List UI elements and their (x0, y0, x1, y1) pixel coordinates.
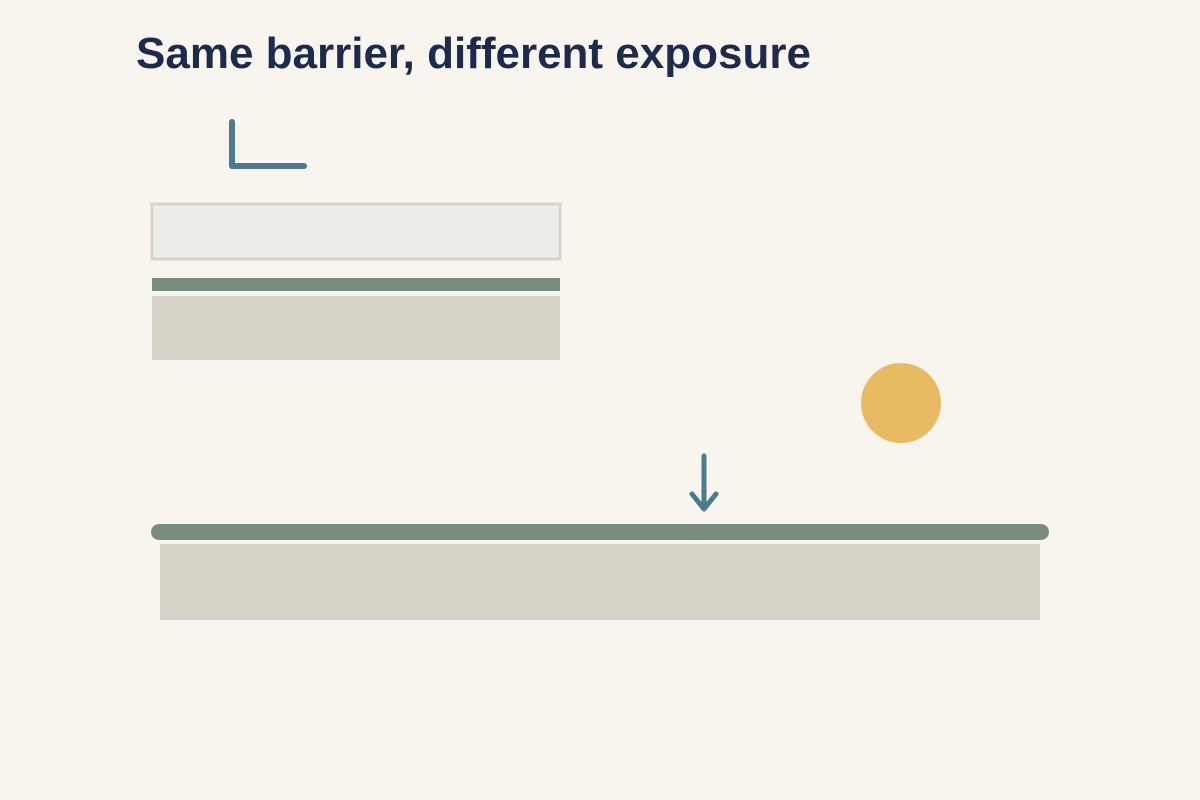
outdoor-scene (151, 363, 1049, 620)
indoor-barrier-layer (152, 278, 560, 291)
corner-bracket-icon (229, 119, 307, 169)
indoor-panel (150, 202, 562, 261)
down-arrow-icon (689, 453, 719, 512)
page-title: Same barrier, different exposure (136, 29, 811, 78)
indoor-substrate-block (152, 296, 560, 360)
down-arrow-head (689, 491, 719, 512)
outdoor-substrate-block (160, 544, 1040, 620)
indoor-scene (150, 119, 562, 360)
sun-icon (861, 363, 941, 443)
